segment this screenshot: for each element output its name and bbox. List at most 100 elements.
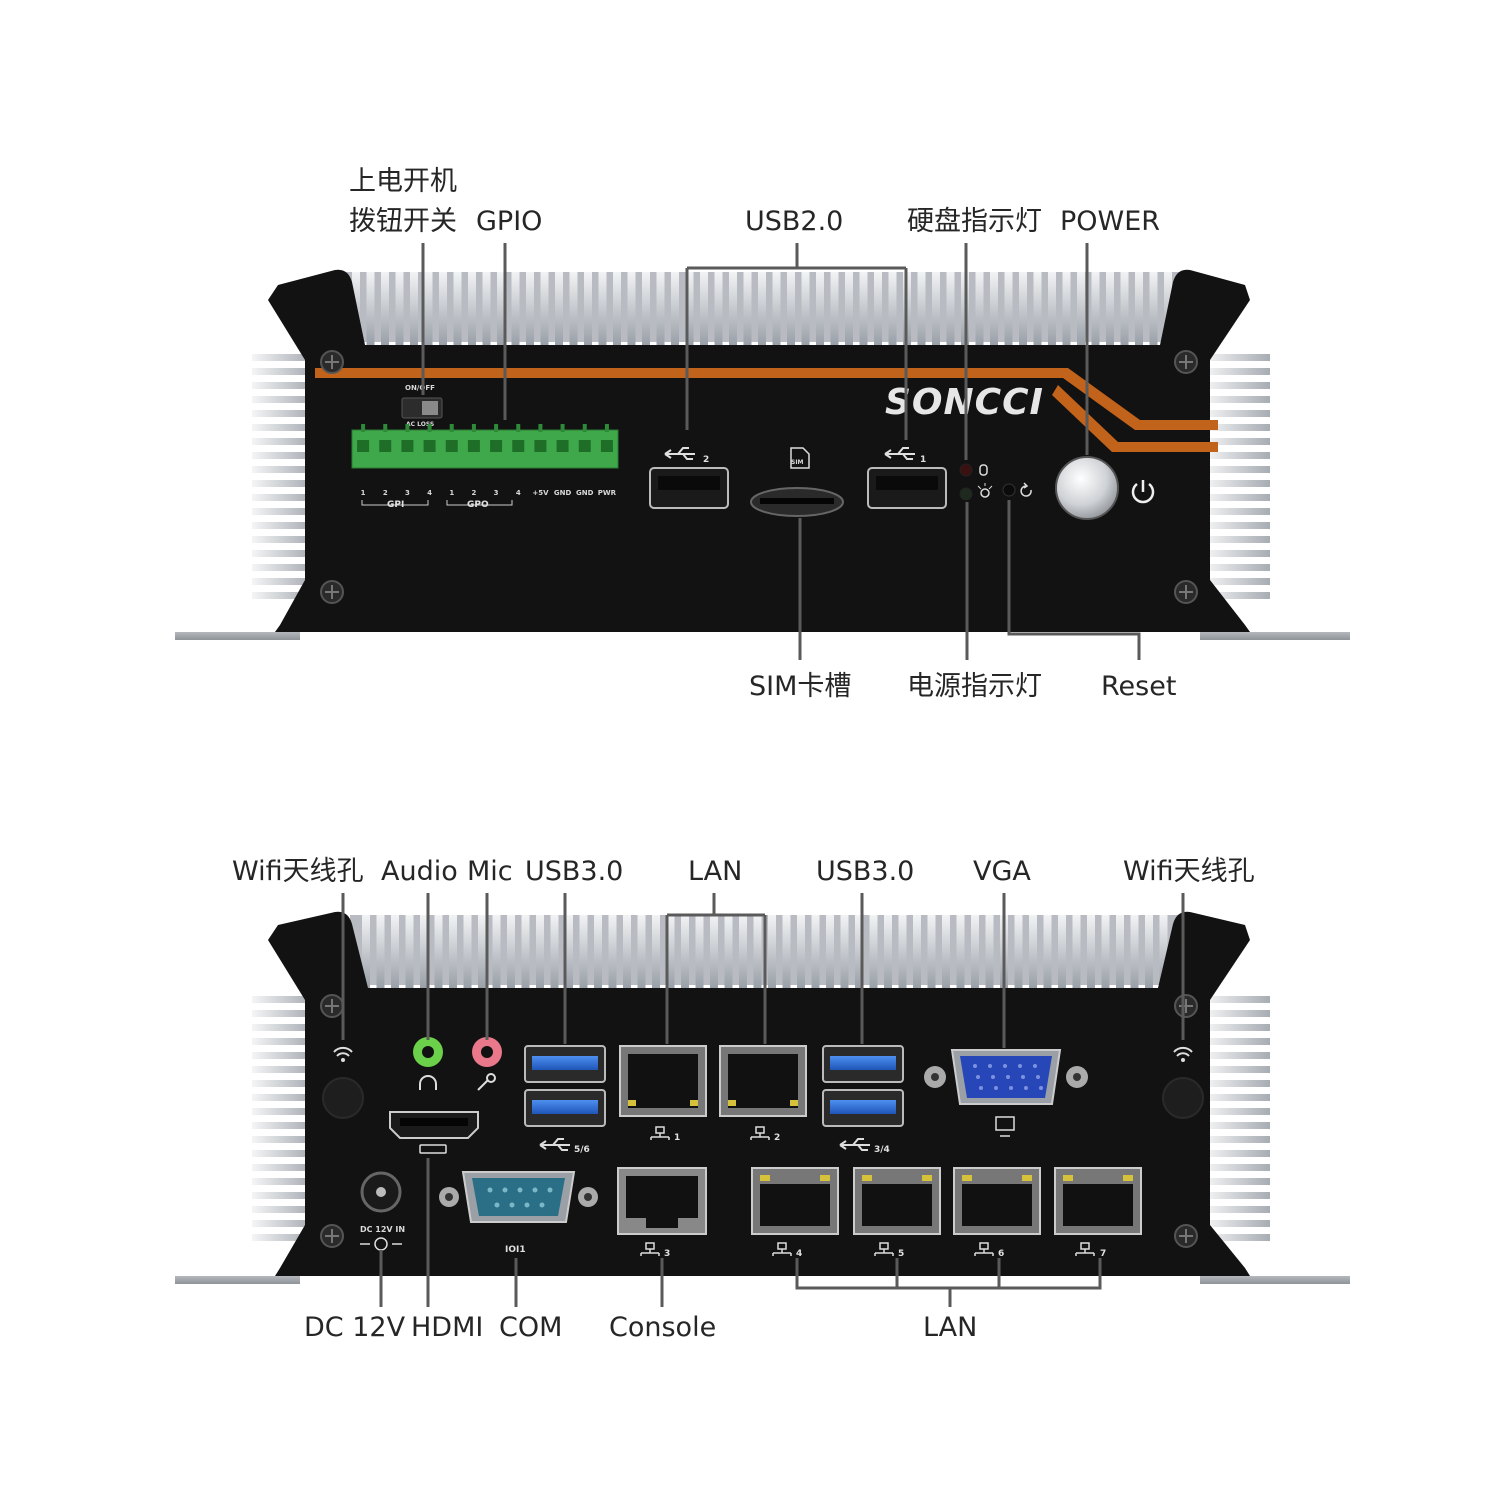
wifi-antenna-hole-left[interactable] [322,1077,364,1119]
heatsink-fin [710,915,718,988]
label-console: Console [609,1312,716,1343]
gpio-terminal-slot [578,440,591,452]
heatsink-fin [453,272,462,345]
vga-port[interactable] [924,1049,1088,1105]
heatsink-fin [637,915,646,988]
rear-left-fins [252,996,312,1241]
power-icon [1131,480,1155,504]
heatsink-fin [252,578,312,585]
heatsink-fin [252,354,312,361]
heatsink-fin [656,272,665,345]
power-button[interactable] [1055,456,1119,520]
gpio-terminal-slot [600,440,613,452]
usb30-port-6[interactable] [524,1089,606,1127]
gpio-terminal-block[interactable] [351,424,619,469]
mic-in-jack[interactable] [472,1037,502,1067]
gpio-screw [560,424,565,432]
network-icon [874,1242,894,1256]
usb30-port-5[interactable] [524,1045,606,1083]
heatsink-fin [252,410,312,417]
usb-icon [839,1138,870,1151]
heatsink-fin [252,1080,312,1087]
heatsink-fin [685,272,694,345]
heatsink-fin [598,272,607,345]
heatsink-fin [1205,1024,1270,1031]
heatsink-fin [1205,452,1270,459]
label-hdmi: HDMI [411,1312,483,1343]
reset-button[interactable] [1002,483,1016,497]
audio-out-jack[interactable] [413,1037,443,1067]
heatsink-fin [1205,564,1270,571]
heatsink-fin [492,915,501,988]
heatsink-fin [739,915,747,988]
heatsink-fin [816,272,824,345]
heatsink-fin [627,272,636,345]
heatsink-fin [758,272,766,345]
heatsink-fin [1043,915,1052,988]
heatsink-fin [1004,272,1013,345]
usb20-port-1[interactable] [867,467,947,509]
heatsink-fin [252,494,312,501]
network-icon [974,1242,994,1256]
usb30-port-3[interactable] [822,1045,904,1083]
heatsink-fin [1205,1052,1270,1059]
lan-port-6[interactable] [953,1167,1041,1235]
hdmi-port[interactable] [389,1111,479,1139]
gpio-terminal-slot [445,440,458,452]
heatsink-fin [507,915,515,988]
screw [1174,1224,1198,1248]
gpio-screw [494,424,499,432]
heatsink-fin [1014,915,1023,988]
heatsink-fin [550,915,559,988]
lan-port-5[interactable] [853,1167,941,1235]
heatsink-fin [1149,272,1158,345]
heatsink-fin [1205,536,1270,543]
heatsink-fin [855,915,863,988]
lan-port-1[interactable] [619,1045,707,1117]
com-icon-text: IOI1 [505,1245,526,1255]
heatsink-fin [811,915,820,988]
heatsink-fin [1029,915,1037,988]
heatsink-fin [874,272,882,345]
sim-card-slot[interactable] [750,487,844,517]
network-icon [650,1126,670,1140]
usb20-port-2[interactable] [649,467,729,509]
heatsink-fin [252,1136,312,1143]
usb30-port-4[interactable] [822,1089,904,1127]
heatsink-fin [252,592,312,599]
label-gpio: GPIO [476,206,542,237]
hdmi-icon [419,1144,447,1154]
dc-power-jack[interactable] [360,1171,402,1213]
heatsink-fin [1205,396,1270,403]
power-on-switch[interactable] [401,397,443,419]
lan-port-4[interactable] [751,1167,839,1235]
heatsink-fin [1205,368,1270,375]
console-port[interactable] [617,1167,707,1235]
power-led [959,487,973,501]
leader-lan-bottom [795,1258,1102,1307]
heatsink-fin [1019,272,1027,345]
label-power: POWER [1060,206,1160,237]
heatsink-fin [1130,915,1139,988]
heatsink-fin [927,915,936,988]
hdd-icon [979,464,988,476]
com-port[interactable] [439,1171,598,1223]
heatsink-fin [801,272,810,345]
label-hdd-led: 硬盘指示灯 [907,206,1042,237]
heatsink-fin [252,480,312,487]
reset-icon [1020,482,1032,497]
heatsink-fin [420,915,428,988]
heatsink-fin [478,915,486,988]
wifi-antenna-hole-right[interactable] [1162,1077,1204,1119]
heatsink-fin [410,272,418,345]
gpio-terminal-slot [357,440,370,452]
gpio-terminal-slot [401,440,414,452]
lan-port-7[interactable] [1054,1167,1142,1235]
lan-port-2[interactable] [719,1045,807,1117]
heatsink-fin [652,915,660,988]
heatsink-fin [869,915,878,988]
heatsink-fin [252,1234,312,1241]
label-power-switch-line2: 拨钮开关 [349,206,457,237]
sim-icon [790,447,810,469]
